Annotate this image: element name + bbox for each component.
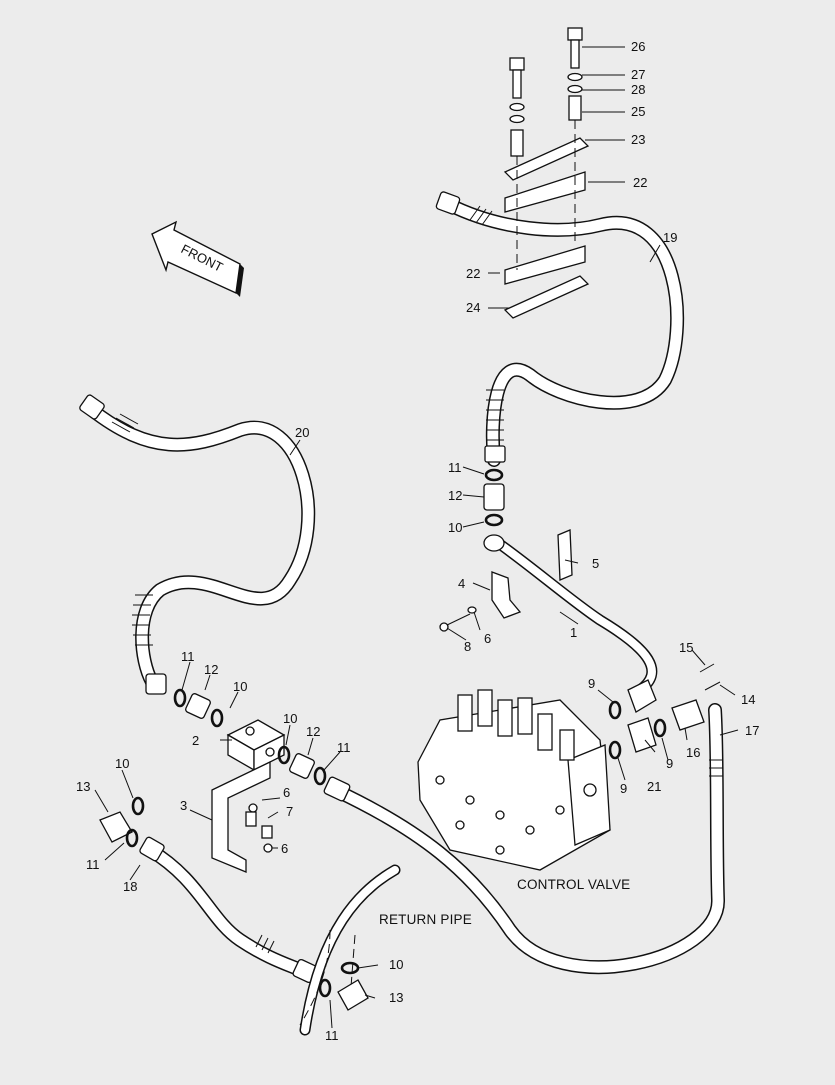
callout-13b: 13 [389,990,403,1005]
callout-10b: 10 [233,679,247,694]
callout-10e: 10 [389,957,403,972]
callout-4: 4 [458,576,465,591]
callout-10d: 10 [115,756,129,771]
callout-27: 27 [631,67,645,82]
hose-18 [139,836,318,984]
callout-2: 2 [192,733,199,748]
clip-bolt-parts [439,529,721,691]
callout-6a: 6 [484,631,491,646]
callout-11d: 11 [86,857,100,872]
callout-20: 20 [295,425,309,440]
callout-11c: 11 [337,740,351,755]
clamp-stack [503,27,590,319]
callout-16: 16 [686,745,700,760]
callout-11a: 11 [448,460,462,475]
callout-10c: 10 [283,711,297,726]
callout-9a: 9 [588,676,595,691]
callout-3: 3 [180,798,187,813]
callout-8: 8 [464,639,471,654]
callout-14: 14 [741,692,755,707]
hose-19 [435,191,685,467]
callout-7: 7 [286,804,293,819]
callout-17: 17 [745,723,759,738]
callout-28: 28 [631,82,645,97]
return-pipe-1 [483,534,658,696]
callout-24: 24 [466,300,480,315]
front-direction-arrow: FRONT [151,220,244,297]
callout-5: 5 [592,556,599,571]
callout-12c: 12 [306,724,320,739]
callout-6b: 6 [283,785,290,800]
hose-20 [79,394,316,695]
callout-21: 21 [647,779,661,794]
callout-23: 23 [631,132,645,147]
callout-11b: 11 [181,649,195,664]
callout-22b: 22 [466,266,480,281]
block-and-bracket [211,719,286,873]
callout-labels: 26 27 28 25 23 22 19 22 24 20 11 12 10 5… [76,39,759,1043]
callout-19: 19 [663,230,677,245]
callout-25: 25 [631,104,645,119]
leader-lines [94,46,739,1029]
caption-return-pipe: RETURN PIPE [379,912,472,927]
callout-26: 26 [631,39,645,54]
elbow-fittings [99,811,369,1011]
callout-10a: 10 [448,520,462,535]
callout-9b: 9 [666,756,673,771]
control-valve [417,679,705,871]
hose-17 [323,703,726,975]
caption-control-valve: CONTROL VALVE [517,877,630,892]
callout-6c: 6 [281,841,288,856]
callout-1: 1 [570,625,577,640]
callout-12b: 12 [204,662,218,677]
callout-13a: 13 [76,779,90,794]
callout-15: 15 [679,640,693,655]
o-rings [125,468,667,998]
return-pipe-outline [299,864,401,1036]
callout-12a: 12 [448,488,462,503]
callout-11e: 11 [325,1028,339,1043]
callout-22a: 22 [633,175,647,190]
callout-18: 18 [123,879,137,894]
callout-9c: 9 [620,781,627,796]
